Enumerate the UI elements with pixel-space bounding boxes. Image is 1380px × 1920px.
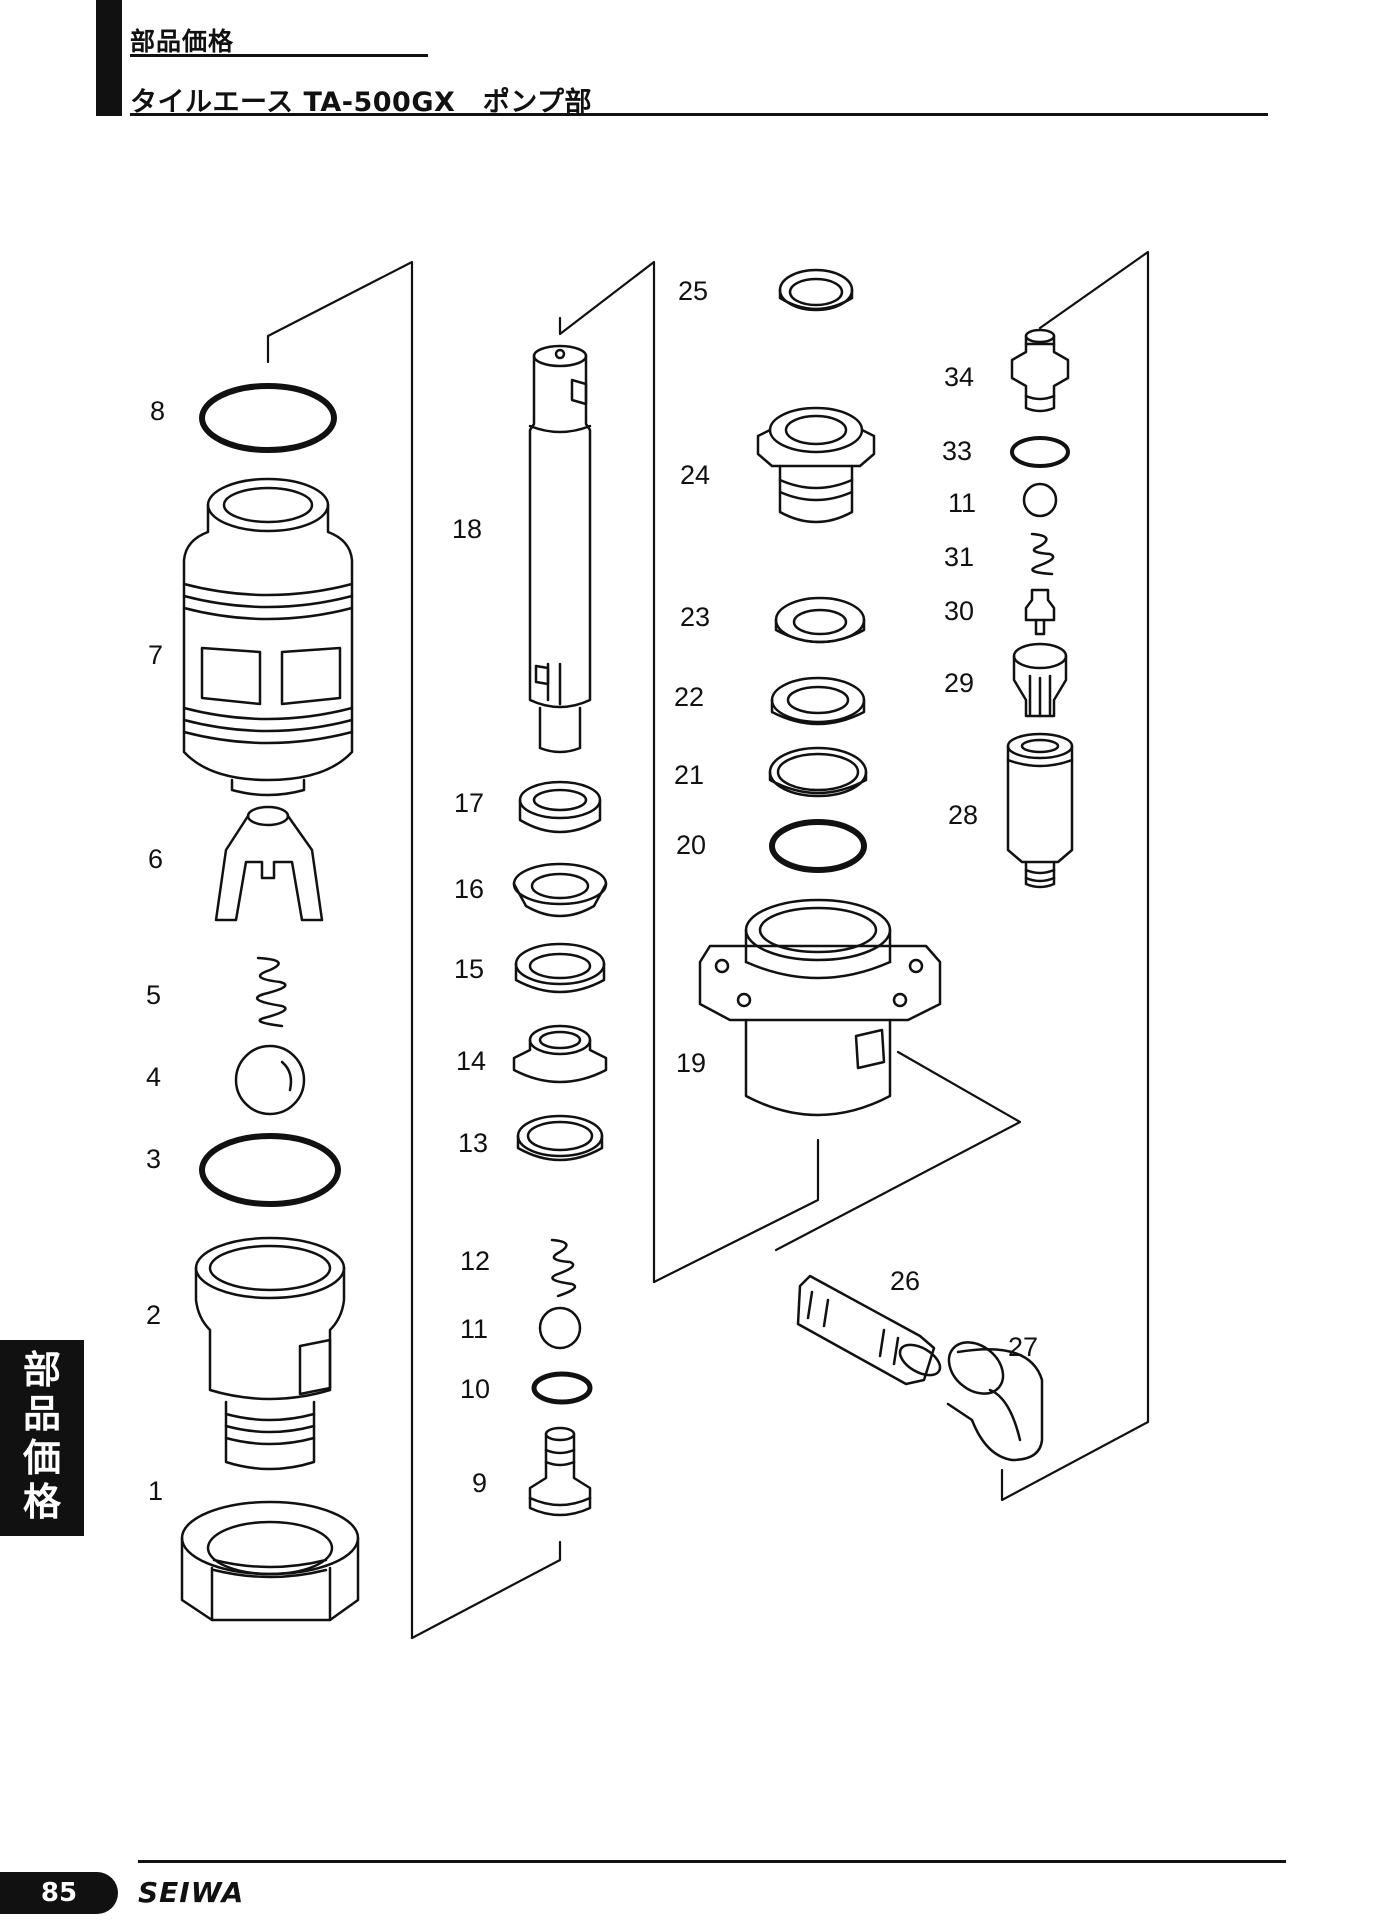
callout-29: 29: [944, 668, 974, 698]
part-19-pump-body: [698, 898, 942, 1117]
section-title: 部品価格: [130, 27, 235, 56]
part-11-ball: [538, 1306, 582, 1350]
part-4-ball: [234, 1044, 306, 1116]
part-9-valve-seat: [528, 1426, 592, 1517]
side-tab-char: 価: [22, 1436, 61, 1480]
part-23-ring: [774, 596, 866, 644]
title-underline: [130, 113, 1268, 116]
callout-19: 19: [676, 1048, 706, 1078]
callout-20: 20: [676, 830, 706, 860]
callout-labels: 8 7 6 5 4 3 2 1 18 17 16 15 14 13 12 11 …: [146, 276, 1038, 1506]
part-20-oring: [769, 819, 867, 873]
brand-logo: SEIWA: [138, 1876, 245, 1909]
part-16-packing: [512, 862, 608, 918]
exploded-parts-diagram: 8 7 6 5 4 3 2 1 18 17 16 15 14 13 12 11 …: [146, 250, 1150, 1640]
part-12-spring: [550, 1238, 577, 1298]
callout-15: 15: [454, 954, 484, 984]
callout-26: 26: [890, 1266, 920, 1296]
part-5-spring: [255, 956, 287, 1028]
footer-line: [138, 1860, 1286, 1863]
callout-2: 2: [146, 1300, 161, 1330]
callout-11: 11: [460, 1314, 488, 1344]
callout-14: 14: [456, 1046, 486, 1076]
part-25-ring: [778, 268, 854, 312]
part-14-packing: [512, 1024, 608, 1084]
callout-34: 34: [944, 362, 974, 392]
callout-23: 23: [680, 602, 710, 632]
callout-7: 7: [148, 640, 163, 670]
part-24-gland-nut: [756, 406, 876, 524]
callout-13: 13: [458, 1128, 488, 1158]
callout-9: 9: [472, 1468, 487, 1498]
part-15-packing: [514, 942, 606, 994]
callout-10: 10: [460, 1374, 490, 1404]
part-6-guide: [214, 805, 324, 922]
part-30-valve-stem: [1024, 588, 1056, 636]
part-26-nipple: [796, 1274, 942, 1386]
callout-28: 28: [948, 800, 978, 830]
callout-3: 3: [146, 1144, 161, 1174]
callout-30: 30: [944, 596, 974, 626]
part-2-housing: [194, 1236, 346, 1471]
part-28-filter-housing: [1006, 732, 1074, 889]
callout-21: 21: [674, 760, 704, 790]
part-33-oring: [1010, 436, 1070, 468]
header-bar: [96, 0, 122, 116]
part-10-oring: [531, 1371, 593, 1405]
assembly-guide-lines: [266, 250, 1150, 1640]
part-21-ring: [768, 746, 868, 798]
part-22-packing: [770, 676, 866, 726]
callout-12: 12: [460, 1246, 490, 1276]
callout-11-b: 11: [948, 488, 976, 518]
callout-22: 22: [674, 682, 704, 712]
callout-5: 5: [146, 980, 161, 1010]
side-tab-char: 部: [22, 1348, 61, 1392]
callout-27: 27: [1008, 1332, 1038, 1362]
callout-31: 31: [944, 542, 974, 572]
callout-24: 24: [680, 460, 710, 490]
callout-25: 25: [678, 276, 708, 306]
callout-18: 18: [452, 514, 482, 544]
part-1-nut: [180, 1500, 360, 1622]
side-tab: 部 品 価 格: [0, 1340, 84, 1536]
part-29-strainer-cage: [1012, 642, 1068, 718]
side-tab-char: 品: [22, 1392, 61, 1436]
callout-17: 17: [454, 788, 484, 818]
part-3-oring: [199, 1133, 341, 1207]
part-27-elbow: [946, 1341, 1044, 1462]
page-title: タイルエース TA-500GX ポンプ部: [130, 87, 593, 118]
part-34-fitting: [1010, 328, 1070, 413]
callout-8: 8: [150, 396, 165, 426]
side-tab-char: 格: [22, 1480, 61, 1524]
section-underline: [130, 54, 428, 57]
callout-6: 6: [148, 844, 163, 874]
part-13-ring: [516, 1114, 604, 1162]
callout-1: 1: [148, 1476, 163, 1506]
callout-16: 16: [454, 874, 484, 904]
part-18-plunger-rod: [528, 344, 592, 754]
part-8-oring: [199, 383, 337, 453]
callout-4: 4: [146, 1062, 161, 1092]
part-17-packing: [518, 780, 602, 834]
part-11-ball-2: [1022, 482, 1058, 518]
part-7-cylinder: [182, 477, 354, 797]
callout-33: 33: [942, 436, 972, 466]
page-number: 85: [0, 1872, 118, 1914]
part-31-spring: [1030, 532, 1055, 576]
